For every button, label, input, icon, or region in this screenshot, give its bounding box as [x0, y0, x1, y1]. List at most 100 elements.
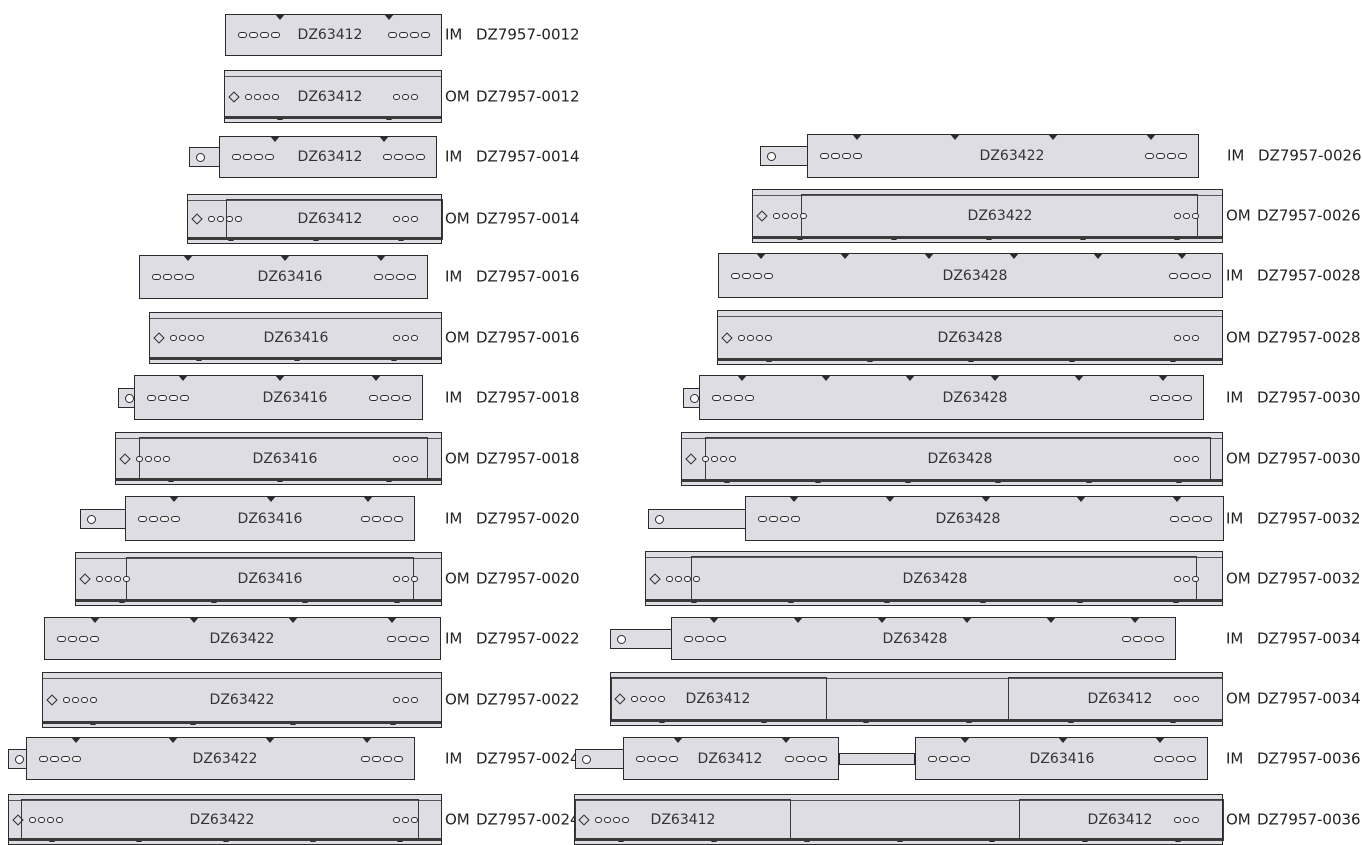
mount-hole	[1176, 755, 1185, 762]
rail-type: IM	[445, 388, 463, 406]
mount-hole	[1178, 153, 1187, 159]
inner-member-rail	[139, 255, 428, 299]
part-code: DZ63412	[297, 211, 363, 227]
part-code: DZ63428	[937, 329, 1003, 346]
rail-notch	[275, 14, 286, 20]
rail-type: IM	[445, 629, 463, 647]
rail-type: OM	[1226, 449, 1251, 468]
mount-hole	[666, 575, 673, 582]
mount-hole	[361, 515, 370, 522]
mount-hole	[402, 455, 409, 462]
rail-type: OM	[445, 87, 470, 105]
rail-notch	[1172, 496, 1183, 502]
mount-hole	[393, 93, 400, 100]
mount-hole	[61, 755, 70, 762]
rail-model-number: DZ7957-0036	[1257, 749, 1361, 767]
mount-hole	[39, 755, 48, 762]
mount-hole	[411, 816, 418, 823]
part-code: DZ63412	[650, 811, 716, 828]
mount-hole	[785, 755, 794, 762]
rail-bump	[863, 719, 870, 723]
rail-model-number: DZ7957-0032	[1257, 569, 1361, 587]
mount-hole	[791, 213, 798, 219]
rail-model-number: DZ7957-0026	[1257, 206, 1361, 225]
mount-hole	[1174, 213, 1181, 219]
rail-bump	[1069, 358, 1076, 362]
mount-hole	[742, 272, 751, 279]
rail-type: IM	[1226, 629, 1244, 647]
mount-hole	[1144, 635, 1153, 642]
mount-hole	[1183, 696, 1190, 702]
rail-bump	[276, 116, 283, 120]
rail-end-tab	[8, 748, 28, 769]
part-code: DZ63416	[237, 510, 303, 527]
connector-bar	[839, 752, 915, 765]
mount-hole	[1154, 755, 1163, 762]
rail-notch	[370, 375, 381, 381]
rail-model-number: DZ7957-0020	[476, 509, 580, 527]
mount-hole	[179, 335, 186, 341]
mount-hole	[411, 576, 418, 582]
inner-member-rail	[699, 375, 1204, 420]
mount-hole	[1172, 394, 1181, 401]
inner-member-rail	[225, 14, 442, 56]
mount-hole	[152, 274, 161, 280]
rail-bump	[1076, 599, 1083, 603]
rail-bump	[814, 479, 821, 483]
rail-bump	[302, 599, 309, 603]
rhombus-hole	[79, 573, 91, 585]
inner-member-rail	[718, 253, 1223, 298]
rail-notch	[905, 375, 916, 381]
part-code: DZ63416	[262, 389, 328, 406]
mount-hole	[791, 515, 800, 522]
mount-hole	[57, 635, 66, 642]
mount-hole	[1192, 334, 1199, 341]
mount-hole	[383, 755, 392, 762]
mount-hole	[961, 755, 970, 762]
rail-notch	[989, 375, 1000, 381]
part-code: DZ63428	[927, 451, 993, 467]
rail-end-tab	[760, 146, 810, 166]
rail-model-number: DZ7957-0014	[476, 147, 580, 166]
rhombus-hole	[46, 694, 58, 706]
tab-hole	[87, 514, 96, 524]
mount-hole	[411, 335, 418, 341]
mount-hole	[1145, 153, 1154, 159]
mount-hole	[410, 32, 419, 38]
rail-type: OM	[445, 209, 470, 228]
outer-member-rail	[8, 794, 442, 845]
rhombus-hole	[721, 331, 733, 344]
inner-member-rail	[623, 737, 839, 780]
rail-bump	[787, 599, 794, 603]
mount-hole	[1122, 635, 1131, 642]
rail-notch	[980, 496, 991, 502]
mount-hole	[372, 755, 381, 762]
mount-hole	[1183, 394, 1192, 401]
mount-hole	[640, 696, 647, 702]
rail-notch	[884, 496, 895, 502]
mount-hole	[393, 216, 400, 222]
rail-notch	[1057, 737, 1068, 743]
mount-hole	[249, 32, 258, 38]
mount-hole	[712, 394, 721, 401]
mount-hole	[226, 216, 233, 222]
mount-hole	[170, 335, 177, 341]
mount-hole	[1174, 575, 1181, 582]
mount-hole	[394, 154, 403, 160]
mount-hole	[72, 755, 81, 762]
mount-hole	[928, 755, 937, 762]
mount-hole	[1192, 515, 1201, 522]
mount-hole	[831, 153, 840, 159]
rail-bump	[396, 838, 403, 842]
rail-bump	[904, 479, 911, 483]
mount-hole	[800, 213, 807, 219]
rail-notch	[383, 14, 394, 20]
rail-model-number: DZ7957-0022	[476, 629, 580, 647]
outer-member-rail	[75, 552, 442, 606]
mount-hole	[145, 455, 152, 462]
